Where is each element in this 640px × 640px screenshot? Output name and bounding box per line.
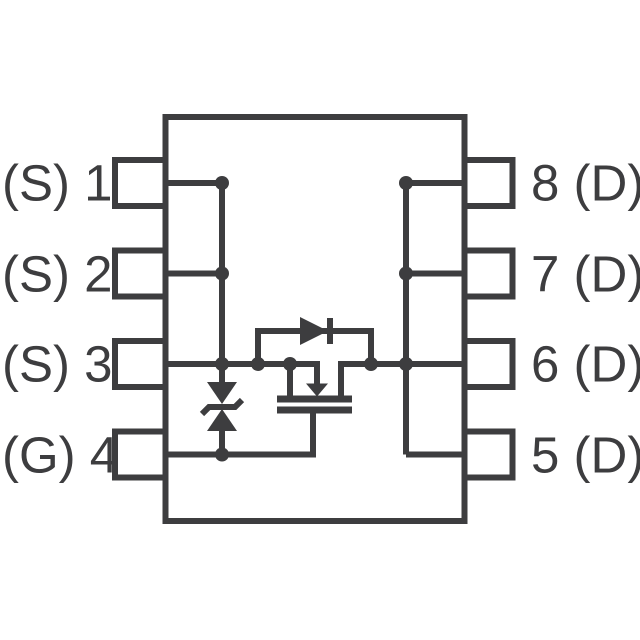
pin-box-6: [461, 338, 516, 390]
junction-dot: [215, 447, 229, 462]
junction-dot: [251, 357, 265, 371]
junction-dot: [364, 357, 378, 371]
pin-label-4: (G) 4: [2, 426, 119, 483]
pin-box-3: [112, 338, 169, 390]
zener-center-bar: [199, 397, 245, 417]
zener-upper-triangle: [207, 382, 237, 404]
junction-dot: [399, 357, 413, 371]
pin-box-4: [112, 428, 169, 481]
junction-dot: [399, 176, 413, 190]
body-diode-anode-triangle: [300, 317, 328, 345]
junction-dot: [399, 266, 413, 281]
drain-wire-pin-6: [338, 361, 466, 399]
pin-box-2: [112, 247, 169, 300]
pin-box-5: [461, 428, 516, 481]
pin-box-1: [112, 157, 169, 209]
zener-lower-triangle: [207, 409, 237, 431]
package-outline: [162, 114, 468, 524]
body-diode-symbol: [255, 317, 374, 364]
junction-dot: [215, 176, 229, 190]
pin-label-8: 8 (D): [531, 154, 640, 212]
mosfet-body-arrow-head: [306, 383, 328, 397]
gate-wire: [164, 410, 316, 458]
pin-label-5: 5 (D): [531, 426, 640, 483]
pin-label-6: 6 (D): [531, 335, 640, 393]
junction-dot: [283, 357, 297, 371]
pin-label-7: 7 (D): [531, 245, 640, 302]
pin-label-1: (S) 1: [2, 154, 113, 212]
junction-dots: [215, 176, 413, 462]
pin-label-2: (S) 2: [2, 245, 113, 302]
junction-dot: [215, 357, 229, 371]
pin-box-7: [461, 247, 516, 300]
pin-label-3: (S) 3: [2, 335, 113, 393]
gate-source-zener-symbol: [199, 382, 245, 455]
junction-dot: [215, 266, 229, 281]
pin-box-8: [461, 157, 516, 209]
